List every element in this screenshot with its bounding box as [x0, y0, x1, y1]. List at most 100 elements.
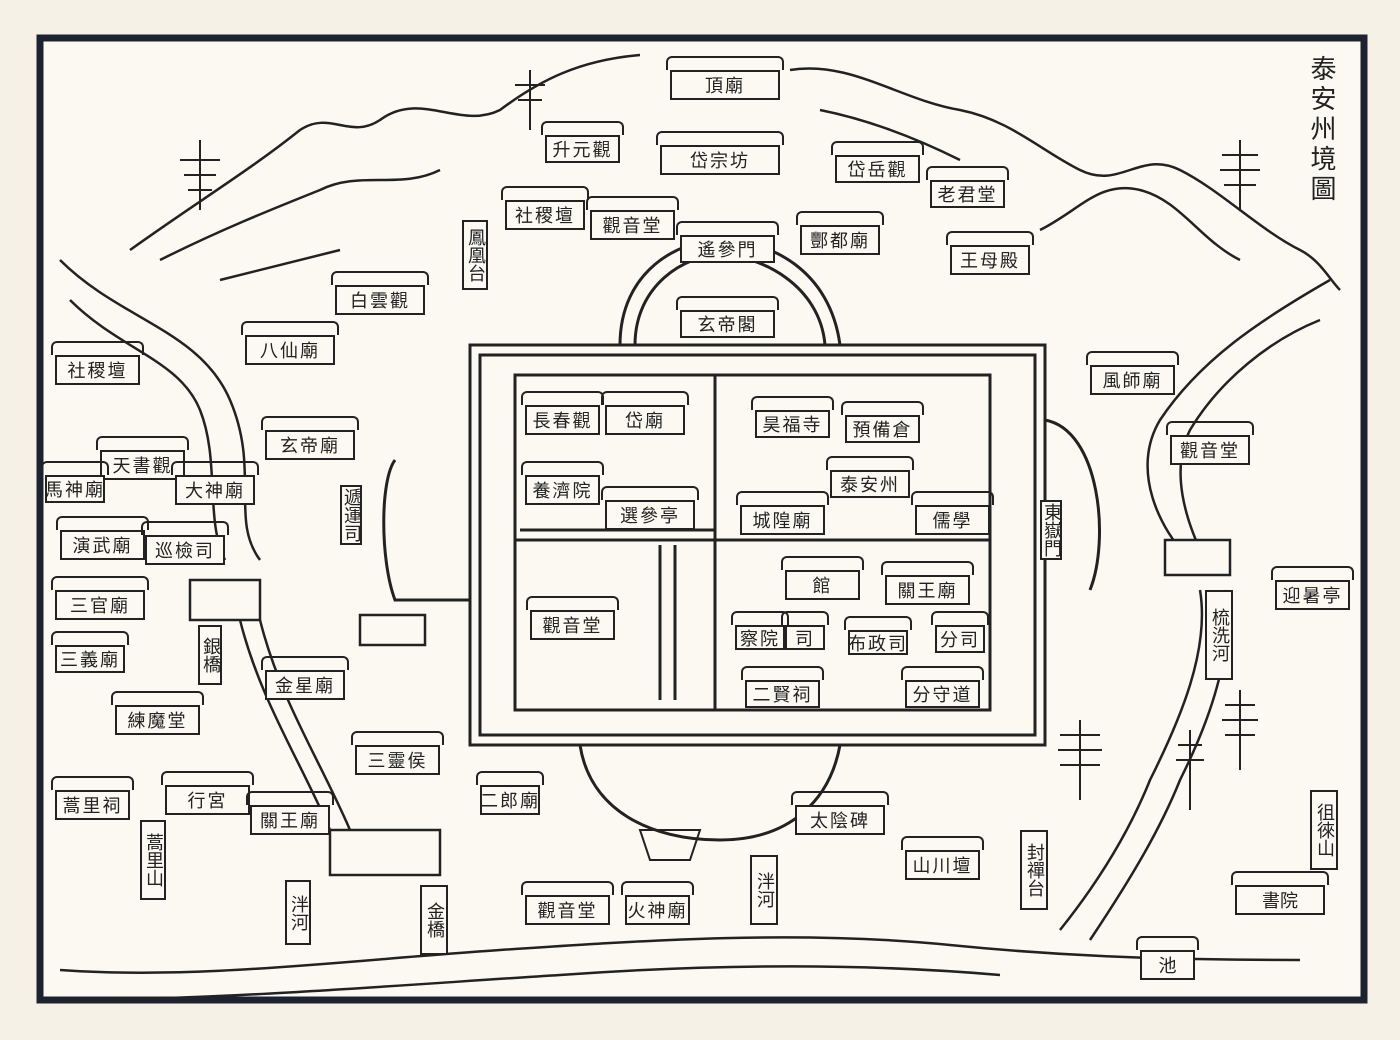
- building-roof: [141, 521, 229, 535]
- building-roof: [881, 561, 974, 575]
- map-label-inner-3: 昊福寺: [755, 410, 830, 438]
- map-label-south-4: 封禪台: [1020, 830, 1048, 910]
- building-roof: [521, 881, 614, 895]
- map-label-east-gate: 東嶽門: [1040, 500, 1062, 560]
- building-roof: [51, 341, 144, 355]
- map-label-inner-11: 館: [785, 570, 860, 600]
- building-roof: [246, 791, 334, 805]
- map-label-inner-5: 養濟院: [525, 475, 600, 505]
- building-roof: [946, 231, 1034, 245]
- building-roof: [656, 131, 784, 145]
- building-roof: [526, 596, 619, 610]
- map-label-inner-18: 分守道: [905, 680, 980, 708]
- building-roof: [521, 391, 604, 405]
- building-roof: [791, 791, 889, 805]
- map-label-upper-right-2: 老君堂: [930, 180, 1005, 208]
- building-roof: [841, 401, 924, 415]
- map-label-inner-14: 司: [785, 625, 825, 650]
- map-label-yiti: 遞運司: [340, 485, 362, 545]
- building-roof: [541, 121, 624, 135]
- building-roof: [586, 196, 679, 210]
- map-label-inner-10: 觀音堂: [530, 610, 615, 640]
- map-label-gate-second: 玄帝閣: [680, 310, 775, 338]
- building-roof: [51, 631, 129, 645]
- map-label-far-left-1: 社稷壇: [55, 355, 140, 385]
- map-label-left-15: 關王廟: [250, 805, 330, 835]
- map-label-right-river: 梳洗河: [1205, 590, 1233, 680]
- building-roof: [911, 491, 994, 505]
- building-roof: [731, 611, 789, 625]
- map-label-left-3: 玄帝廟: [265, 430, 355, 460]
- building-roof: [56, 516, 149, 530]
- map-label-jinqiao: 金橋: [420, 885, 448, 955]
- map-label-inner-7: 選參亭: [605, 500, 695, 530]
- building-roof: [666, 56, 784, 70]
- building-roof: [261, 656, 349, 670]
- map-label-right-mtn: 徂徠山: [1310, 790, 1338, 870]
- map-label-left-16: 蒿里祠: [55, 790, 130, 820]
- building-roof: [601, 486, 699, 500]
- building-roof: [844, 616, 912, 630]
- building-roof: [676, 221, 779, 235]
- map-label-left-9: 三官廟: [55, 590, 145, 620]
- map-label-upper-right-3: 酆都廟: [800, 225, 880, 255]
- map-label-left-10: 三義廟: [55, 645, 125, 673]
- map-border: [36, 34, 1368, 1004]
- map-label-left-4: 天書觀: [100, 450, 185, 480]
- map-label-upper-right-1: 岱岳觀: [835, 155, 920, 183]
- building-roof: [781, 556, 864, 570]
- tree-icon: [180, 70, 1260, 810]
- map-label-upper-left-2: 社稷壇: [505, 200, 585, 230]
- map-label-south-2: 泮河: [750, 855, 778, 925]
- map-label-right-2: 觀音堂: [1170, 435, 1250, 465]
- map-label-left-5: 大神廟: [175, 475, 255, 505]
- map-label-fenghuang: 鳳凰台: [462, 220, 488, 290]
- map-label-left-1: 白雲觀: [335, 285, 425, 315]
- building-roof: [331, 271, 429, 285]
- building-roof: [1166, 421, 1254, 435]
- building-roof: [241, 321, 339, 335]
- map-label-left-7: 演武廟: [60, 530, 145, 560]
- map-label-inner-15: 布政司: [848, 630, 908, 655]
- map-label-upper-center-2: 觀音堂: [590, 210, 675, 240]
- map-label-upper-left-1: 升元觀: [545, 135, 620, 163]
- building-roof: [476, 771, 544, 785]
- map-label-inner-12: 關王廟: [885, 575, 970, 605]
- city-gate-south: [638, 829, 702, 861]
- building-roof: [261, 416, 359, 430]
- map-label-left-17: 二郎廟: [480, 785, 540, 815]
- river-lines: [59, 259, 1331, 1002]
- map-label-right-shuyuan: 書院: [1235, 885, 1325, 915]
- map-label-upper-right-4: 王母殿: [950, 245, 1030, 275]
- building-roof: [901, 836, 984, 850]
- building-roof: [796, 211, 884, 225]
- map-label-yinqiao: 銀橋: [198, 625, 222, 685]
- map-label-top: 頂廟: [670, 70, 780, 100]
- building-roof: [96, 436, 189, 450]
- map-label-left-8: 巡檢司: [145, 535, 225, 565]
- map-label-left-12: 練魔堂: [115, 705, 200, 735]
- building-roof: [111, 691, 204, 705]
- map-label-inner-9: 儒學: [915, 505, 990, 535]
- map-label-south-3: 山川壇: [905, 850, 980, 880]
- building-roof: [831, 141, 924, 155]
- building-roof: [501, 186, 589, 200]
- building-roof: [601, 391, 689, 405]
- map-label-inner-8: 城隍廟: [740, 505, 825, 535]
- building-roof: [1271, 566, 1354, 580]
- building-roof: [1136, 936, 1199, 950]
- bridge-shapes: [188, 538, 1232, 877]
- map-label-south-5: 觀音堂: [525, 895, 610, 925]
- map-label-left-13: 三靈侯: [355, 745, 440, 775]
- building-roof: [621, 881, 694, 895]
- map-label-right-chi: 池: [1140, 950, 1195, 980]
- building-roof: [161, 771, 254, 785]
- city-wall: [382, 238, 1101, 842]
- building-roof: [926, 166, 1009, 180]
- map-label-inner-6: 泰安州: [830, 470, 910, 498]
- building-roof: [676, 296, 779, 310]
- map-label-left-6: 馬神廟: [45, 475, 105, 503]
- building-roof: [521, 461, 604, 475]
- map-label-south-1: 太陰碑: [795, 805, 885, 835]
